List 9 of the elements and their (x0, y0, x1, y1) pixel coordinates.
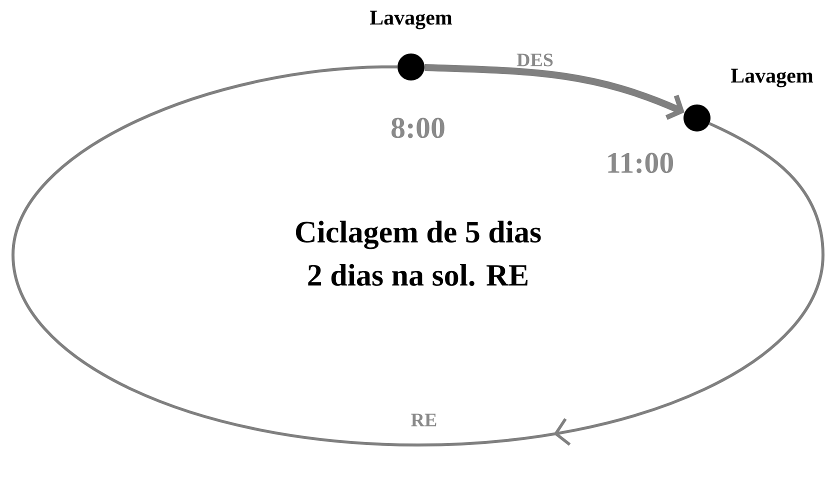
edge-label: RE (410, 412, 438, 428)
edge-label: DES (516, 52, 554, 68)
center-text: Ciclagem de 5 dias (296, 220, 541, 250)
time-label: 11:00 (608, 152, 674, 174)
node-label: Lavagem (730, 68, 814, 88)
time-label: 8:00 (392, 118, 444, 138)
node-label: Lavagem (370, 10, 452, 30)
arrow (424, 64, 684, 120)
center-text: 2 dias na sol. RE (308, 264, 528, 286)
